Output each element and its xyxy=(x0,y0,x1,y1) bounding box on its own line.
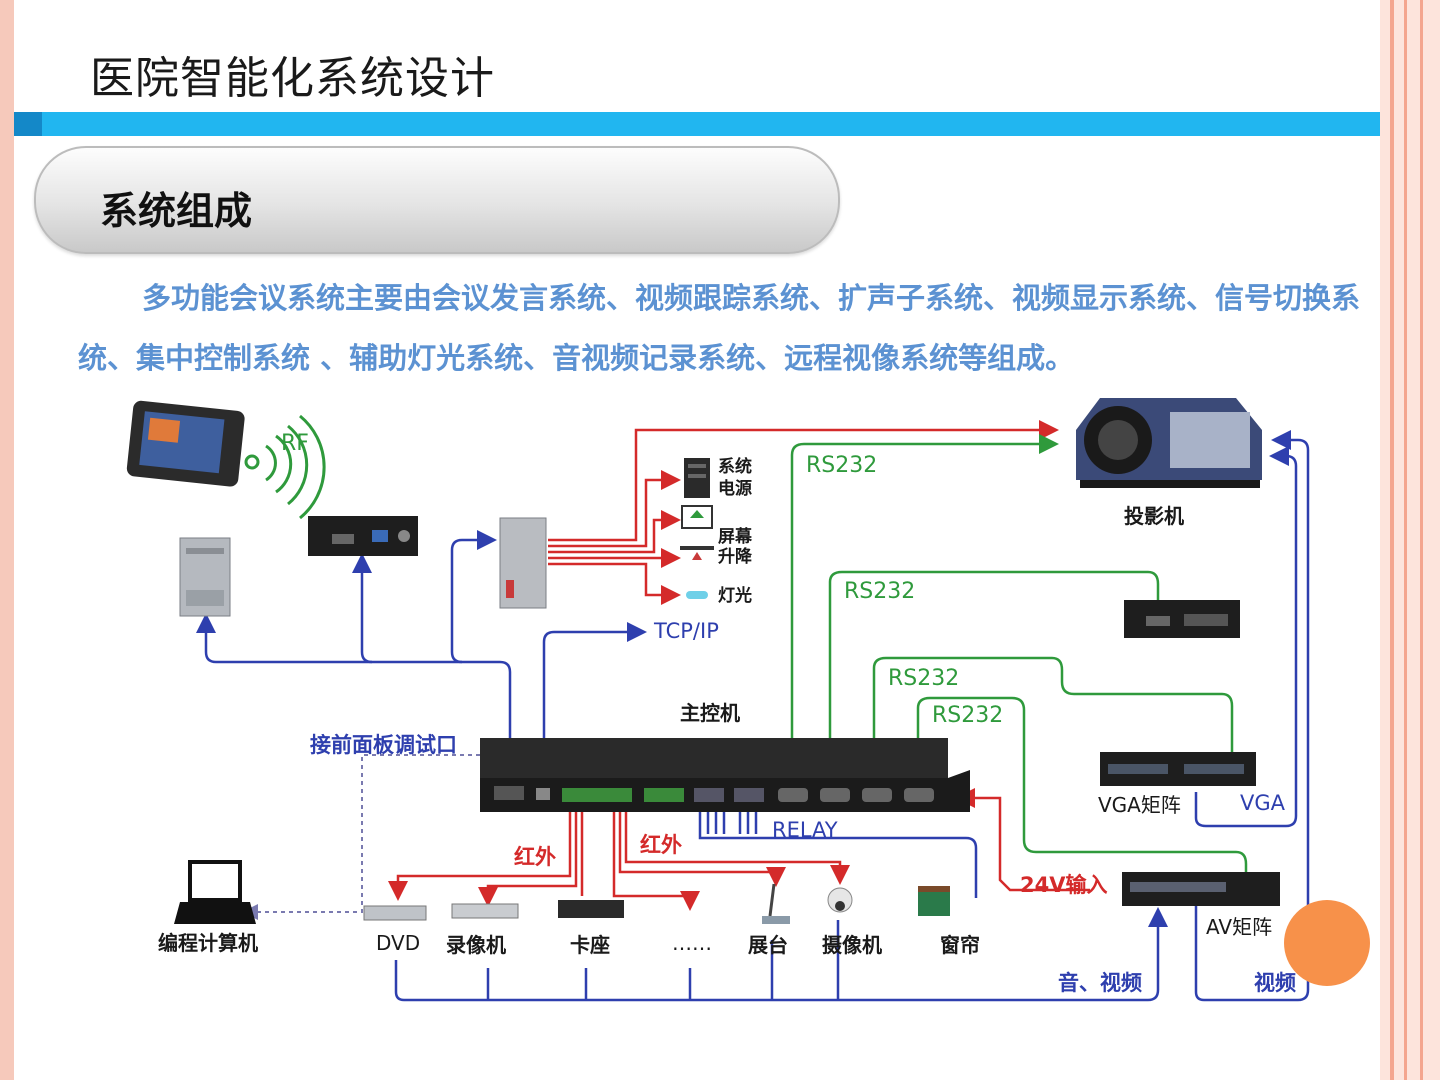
screen-lift-icon xyxy=(680,505,714,560)
rs232-label-projector: RS232 xyxy=(806,453,877,478)
title-accent-bar-end xyxy=(14,112,42,136)
slide-right-stripe xyxy=(1420,0,1423,1080)
dvd-label: DVD xyxy=(376,931,420,955)
audio-video-label: 音、视频 xyxy=(1058,971,1142,995)
vcr-icon xyxy=(451,903,519,919)
power-label-1: 系统 xyxy=(718,456,752,477)
green-rs232-lines xyxy=(790,434,1248,890)
card-deck-label: 卡座 xyxy=(570,933,610,957)
light-label: 灯光 xyxy=(718,585,752,606)
screen-label-1: 屏幕 xyxy=(718,526,753,547)
projector-icon xyxy=(1076,398,1262,488)
red-control-lines xyxy=(388,420,1090,911)
programming-pc-label: 编程计算机 xyxy=(158,931,258,955)
vga-matrix-label: VGA矩阵 xyxy=(1098,793,1181,817)
relay-box-icon xyxy=(499,517,547,609)
curtain-icon xyxy=(918,886,950,916)
main-controller-label: 主控机 xyxy=(680,701,740,725)
laptop-icon xyxy=(174,860,256,924)
section-header-pill xyxy=(34,146,840,254)
decorative-orange-circle xyxy=(1284,900,1370,986)
infrared-label-left: 红外 xyxy=(514,845,556,869)
screen-label-2: 升降 xyxy=(718,546,753,567)
dome-camera-icon xyxy=(827,887,853,913)
section-title: 系统组成 xyxy=(100,188,253,233)
touch-panel-icon xyxy=(126,400,245,487)
debug-dashed-line xyxy=(242,754,480,920)
body-paragraph: 多功能会议系统主要由会议发言系统、视频跟踪系统、扩声子系统、视频显示系统、信号切… xyxy=(78,281,1361,375)
light-icon xyxy=(686,591,708,599)
slide-right-stripe xyxy=(1404,0,1407,1080)
rf-receiver-icon xyxy=(179,537,231,617)
vga-matrix-icon xyxy=(1100,752,1256,786)
av-matrix-icon xyxy=(1122,872,1280,906)
relay-label: RELAY xyxy=(772,818,838,842)
rf-label: RF xyxy=(281,431,309,456)
infrared-label-right: 红外 xyxy=(640,833,682,857)
rs232-label-av: RS232 xyxy=(932,703,1003,728)
control-box-icon xyxy=(308,516,418,556)
vcr-label: 录像机 xyxy=(446,933,506,957)
slide-left-border xyxy=(0,0,14,1080)
curtain-label: 窗帘 xyxy=(940,933,980,957)
power-rack-icon xyxy=(684,458,710,498)
rs232-label-device: RS232 xyxy=(844,579,915,604)
slide-right-stripe xyxy=(1390,0,1394,1080)
video-label: 视频 xyxy=(1254,971,1296,995)
rf-signal-icon xyxy=(244,414,326,520)
power-label-2: 电源 xyxy=(718,478,752,499)
title-accent-bar xyxy=(14,112,1380,136)
camera-label: 摄像机 xyxy=(822,933,882,957)
vga-label: VGA xyxy=(1240,791,1286,815)
main-controller-icon xyxy=(480,738,970,812)
rs232-device-icon xyxy=(1124,600,1240,638)
slide-title: 医院智能化系统设计 xyxy=(90,53,495,104)
tcpip-label: TCP/IP xyxy=(653,619,719,643)
cassette-deck-icon xyxy=(558,900,624,918)
rs232-label-vga: RS232 xyxy=(888,666,959,691)
document-camera-icon xyxy=(762,883,790,924)
ellipsis-label: …… xyxy=(672,931,712,955)
debug-port-label: 接前面板调试口 xyxy=(310,733,457,757)
projector-label: 投影机 xyxy=(1124,504,1184,528)
av-matrix-label: AV矩阵 xyxy=(1206,915,1272,939)
dvd-player-icon xyxy=(363,905,427,921)
document-camera-label: 展台 xyxy=(748,933,788,957)
blue-signal-lines xyxy=(196,430,1310,1002)
input-24v-label: 24V输入 xyxy=(1020,873,1107,897)
